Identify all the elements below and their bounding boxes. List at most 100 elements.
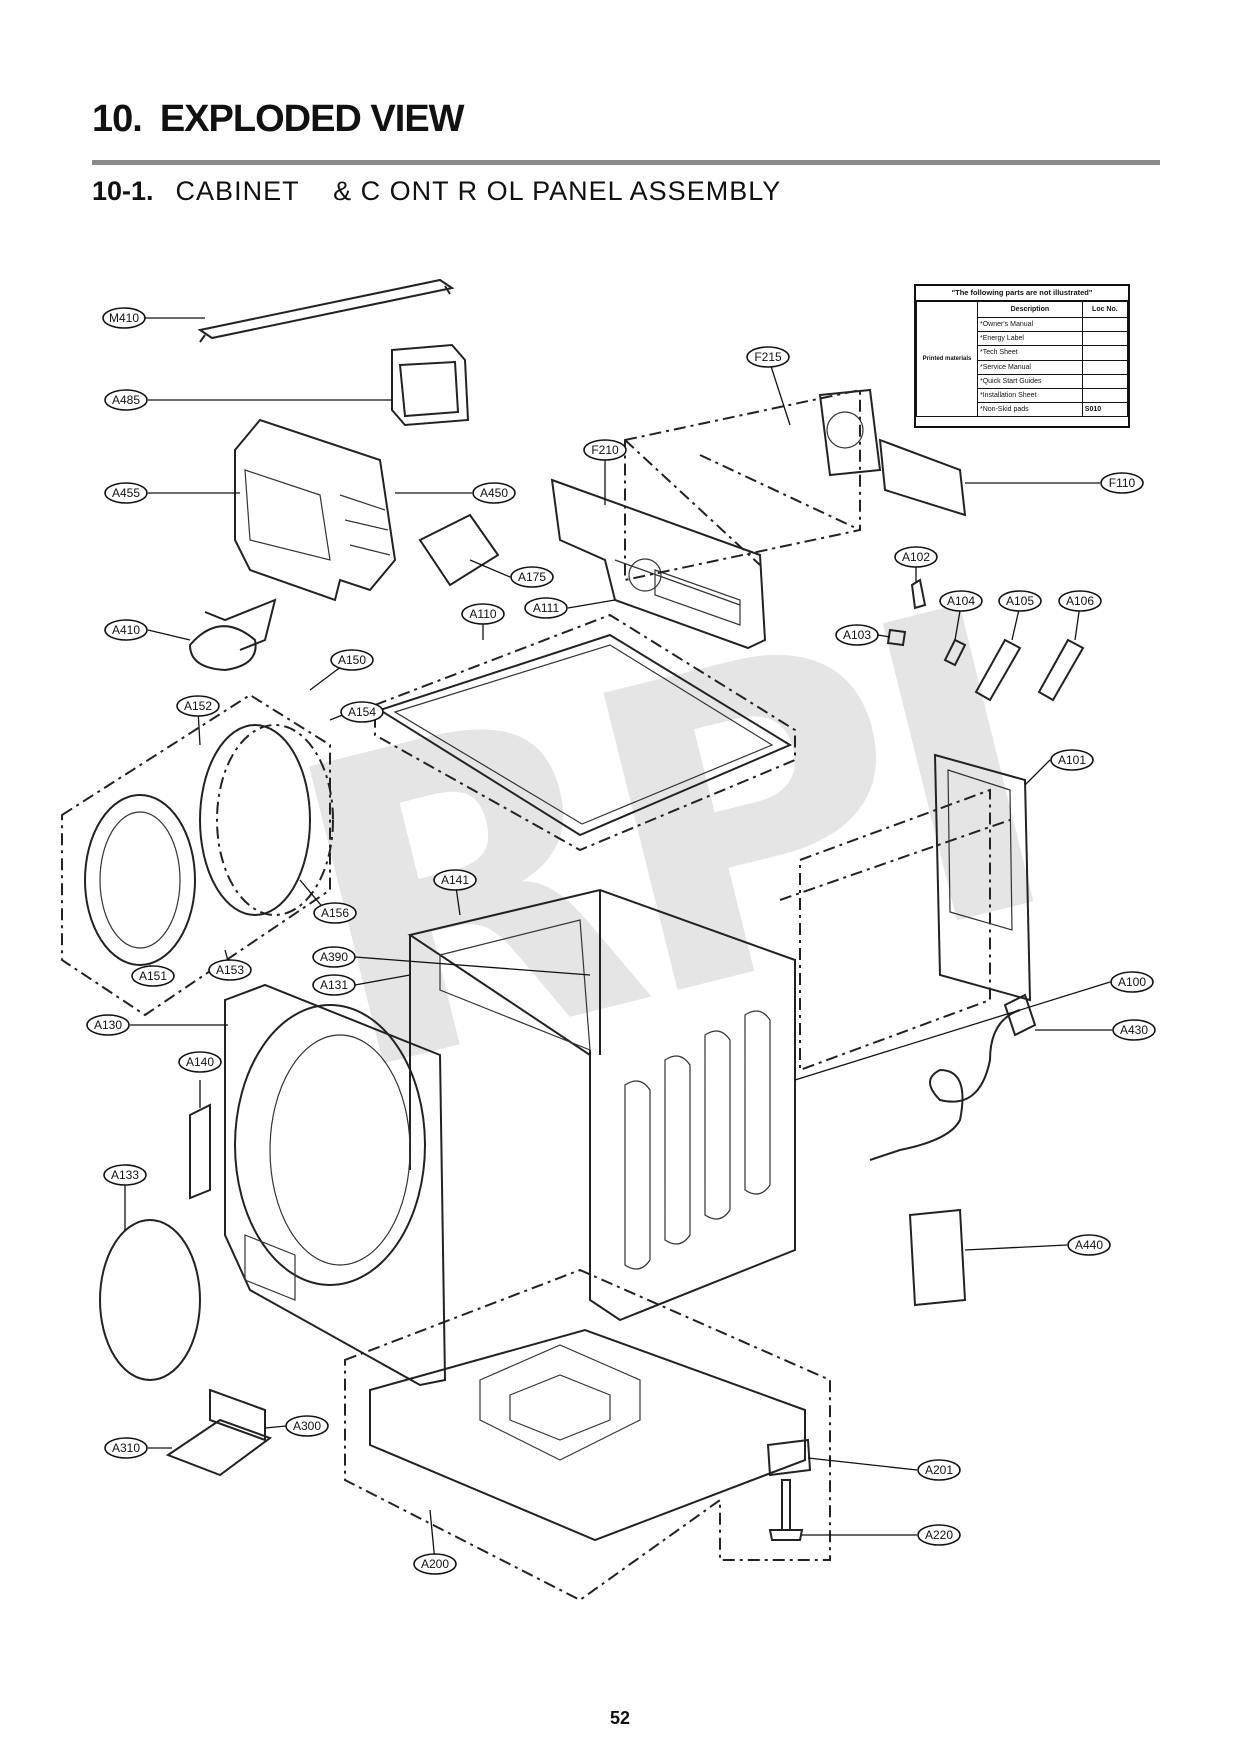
- svg-text:A300: A300: [293, 1419, 321, 1433]
- callout-A151: A151: [131, 965, 175, 987]
- callout-A105: A105: [998, 590, 1042, 612]
- callout-A110: A110: [461, 603, 505, 625]
- svg-text:A156: A156: [321, 906, 349, 920]
- svg-text:A153: A153: [216, 963, 244, 977]
- svg-text:A103: A103: [843, 628, 871, 642]
- svg-text:A105: A105: [1006, 594, 1034, 608]
- svg-text:M410: M410: [109, 311, 139, 325]
- rear-cover: [933, 753, 1032, 1002]
- svg-text:A141: A141: [441, 873, 469, 887]
- callout-F210: F210: [583, 439, 627, 461]
- callout-A450: A450: [472, 482, 516, 504]
- callout-A440: A440: [1067, 1234, 1111, 1256]
- shock-absorber-2: [1037, 638, 1085, 702]
- leg-bracket: [766, 1438, 812, 1477]
- door-latch: [189, 1103, 211, 1200]
- callout-A102: A102: [894, 546, 938, 568]
- callout-A100: A100: [1110, 971, 1154, 993]
- svg-text:A450: A450: [480, 486, 508, 500]
- callout-A410: A410: [104, 619, 148, 641]
- adjustable-leg: [768, 1479, 804, 1541]
- callout-A141: A141: [433, 869, 477, 891]
- callout-A390: A390: [312, 946, 356, 968]
- callout-A104: A104: [939, 590, 983, 612]
- row-description: *Quick Start Guides: [977, 373, 1083, 389]
- control-panel: [550, 478, 767, 650]
- shock-absorber-1: [974, 638, 1022, 702]
- table-row: *Energy Label: [917, 331, 1129, 347]
- section-title-text: EXPLODED VIEW: [159, 98, 465, 140]
- main-pcb: [234, 418, 397, 602]
- row-description: *Energy Label: [977, 331, 1083, 347]
- svg-text:A111: A111: [533, 601, 560, 615]
- svg-text:A485: A485: [112, 393, 140, 407]
- callout-A201: A201: [917, 1459, 961, 1481]
- svg-text:A110: A110: [469, 607, 496, 621]
- row-description: *Tech Sheet: [977, 345, 1083, 361]
- column-description: Description: [977, 301, 1083, 318]
- column-loc: Loc No.: [1081, 301, 1129, 318]
- svg-text:A220: A220: [925, 1528, 953, 1542]
- svg-text:A130: A130: [94, 1018, 122, 1032]
- callout-A152: A152: [176, 695, 220, 717]
- callout-F110: F110: [1100, 472, 1144, 494]
- row-description: *Service Manual: [977, 359, 1083, 375]
- callout-A200: A200: [413, 1553, 457, 1575]
- callout-A130: A130: [86, 1014, 130, 1036]
- callout-A310: A310: [104, 1437, 148, 1459]
- row-loc: [1081, 387, 1129, 404]
- front-panel: [224, 983, 447, 1387]
- top-bracket: [197, 278, 455, 343]
- svg-text:A151: A151: [139, 969, 167, 983]
- subsection-title-text: CABINET & C ONT R OL PANEL ASSEMBLY: [175, 176, 782, 206]
- callout-A140: A140: [178, 1051, 222, 1073]
- svg-text:A150: A150: [338, 653, 366, 667]
- callout-A133: A133: [103, 1164, 147, 1186]
- callout-A154: A154: [340, 701, 384, 723]
- svg-text:A430: A430: [1120, 1023, 1148, 1037]
- door-gasket-ring: [99, 1219, 201, 1381]
- svg-text:A410: A410: [112, 623, 140, 637]
- sheet-part: [418, 513, 500, 587]
- svg-text:A201: A201: [925, 1463, 953, 1477]
- subsection-title: 10-1.CABINET & C ONT R OL PANEL ASSEMBLY: [92, 176, 781, 207]
- row-loc: [1081, 316, 1129, 333]
- table-row: *Quick Start Guides: [917, 373, 1129, 389]
- svg-text:A152: A152: [184, 699, 212, 713]
- table-column-header-row: Printed materials Description Loc No.: [916, 300, 1129, 418]
- svg-text:A104: A104: [947, 594, 975, 608]
- svg-text:A310: A310: [112, 1441, 140, 1455]
- callout-A485: A485: [104, 389, 148, 411]
- callout-A153: A153: [208, 959, 252, 981]
- svg-text:A133: A133: [111, 1168, 139, 1182]
- callout-A455: A455: [104, 482, 148, 504]
- callout-F215: F215: [746, 346, 790, 368]
- callout-A131: A131: [312, 974, 356, 996]
- noise-filter: [908, 1208, 967, 1307]
- callout-M410: M410: [102, 307, 146, 329]
- row-description: *Non-Skid pads: [977, 402, 1083, 418]
- svg-text:F210: F210: [591, 443, 619, 457]
- group-label: Printed materials: [916, 300, 978, 418]
- row-loc: S010: [1081, 402, 1129, 418]
- not-illustrated-parts-table: "The following parts are not illustrated…: [914, 284, 1130, 428]
- row-description: *Owner's Manual: [977, 316, 1083, 333]
- drain-cover: [165, 1388, 273, 1477]
- base-frame: [369, 1328, 806, 1542]
- pressure-switch: [188, 598, 277, 672]
- door-hinge-ring: [199, 724, 311, 916]
- door-assembly-frame: [61, 693, 331, 1017]
- row-loc: [1081, 373, 1129, 389]
- parts-table: Printed materials Description Loc No. *O…: [916, 300, 1129, 418]
- svg-text:A200: A200: [421, 1557, 449, 1571]
- title-divider: [92, 160, 1160, 165]
- callout-A430: A430: [1112, 1019, 1156, 1041]
- table-header: "The following parts are not illustrated…: [916, 286, 1128, 301]
- svg-text:A106: A106: [1066, 594, 1094, 608]
- callout-A150: A150: [330, 649, 374, 671]
- svg-text:A131: A131: [320, 978, 348, 992]
- door-glass: [84, 794, 196, 966]
- svg-text:A102: A102: [902, 550, 930, 564]
- row-loc: [1081, 331, 1129, 347]
